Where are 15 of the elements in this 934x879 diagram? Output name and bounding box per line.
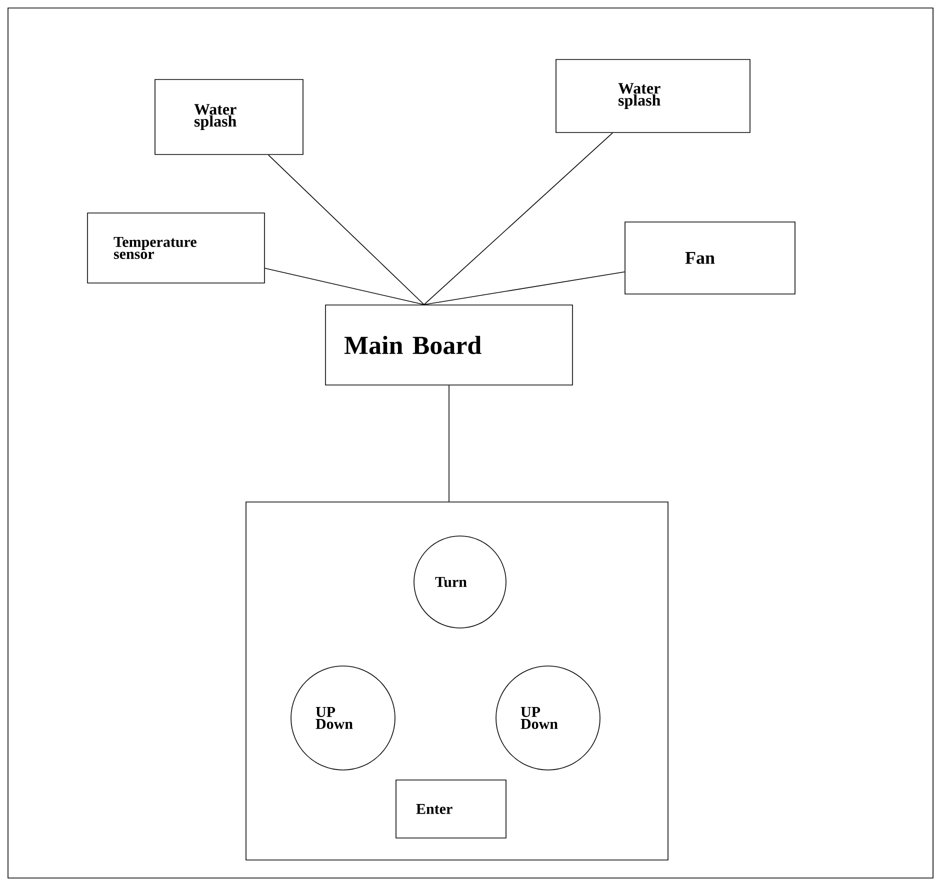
box: Water splash: [556, 59, 750, 133]
connector-line: [424, 272, 625, 305]
panel-box: [246, 502, 668, 860]
circle-button: Turn: [414, 536, 506, 628]
circle-button: UP Down: [496, 666, 600, 770]
connector-line: [424, 132, 613, 305]
box: Temperature sensor: [87, 212, 265, 284]
connector-line: [268, 154, 424, 305]
connector-line: [264, 268, 424, 305]
board-box: Main Board: [325, 304, 573, 386]
circle-button: UP Down: [290, 666, 396, 770]
box: Fan: [624, 222, 796, 294]
box: Enter: [396, 780, 506, 838]
box: Water splash: [154, 79, 304, 155]
connector-line: [448, 385, 450, 502]
